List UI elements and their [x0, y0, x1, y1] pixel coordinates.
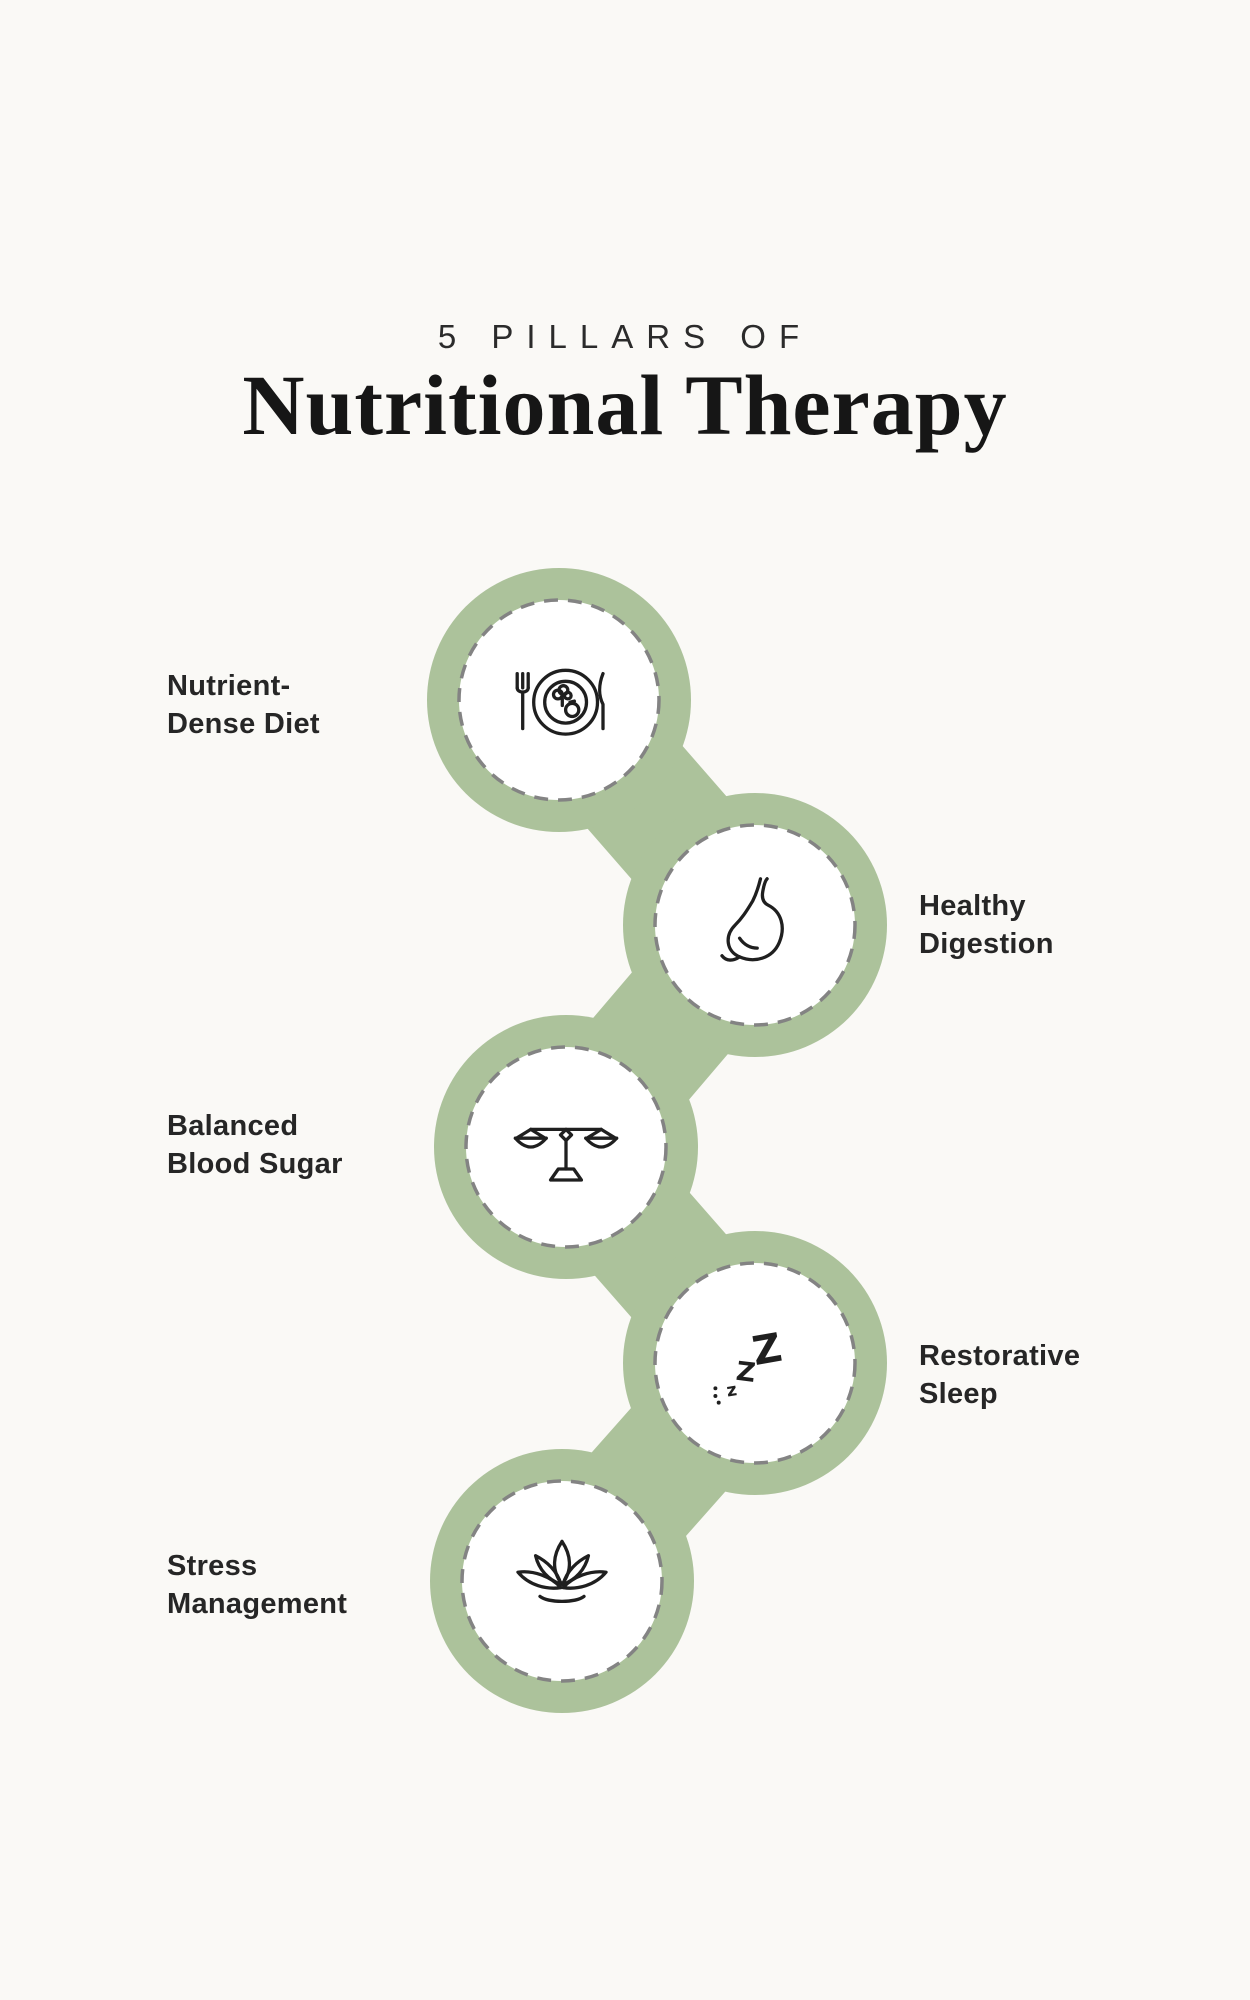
label-line: Sleep — [919, 1377, 998, 1410]
z-glyph-medium: Z — [734, 1356, 757, 1389]
z-glyph-small: z — [725, 1380, 738, 1401]
title-block: 5 PILLARS OF Nutritional Therapy — [0, 318, 1250, 448]
lotus-icon — [516, 1539, 608, 1603]
title-eyebrow: 5 PILLARS OF — [437, 318, 813, 355]
plate-utensils-icon — [515, 668, 605, 736]
label-line: Stress — [167, 1550, 258, 1582]
balance-scale-icon — [513, 1127, 619, 1182]
stomach-icon — [720, 877, 784, 962]
label-line: Nutrient- — [167, 670, 291, 702]
label-line: Healthy — [919, 890, 1026, 922]
label-line: Digestion — [919, 927, 1054, 960]
label-line: Balanced — [167, 1110, 299, 1142]
label-line: Blood Sugar — [167, 1147, 343, 1180]
pillar-label-restorative-sleep: Restorative Sleep — [919, 1338, 1080, 1413]
label-line: Restorative — [919, 1340, 1081, 1372]
label-line: Management — [167, 1587, 348, 1620]
pillar-label-healthy-digestion: Healthy Digestion — [919, 888, 1054, 963]
pillar-label-stress-management: Stress Management — [167, 1548, 347, 1623]
node-dashed-circle — [460, 1479, 664, 1683]
pillar-label-nutrient-dense-diet: Nutrient- Dense Diet — [167, 668, 320, 743]
node-dashed-circle — [653, 1261, 857, 1465]
node-dashed-circle — [653, 823, 857, 1027]
node-restorative-sleep: Z Z z — [623, 1231, 887, 1495]
label-line: Dense Diet — [167, 707, 320, 740]
page-title: Nutritional Therapy — [242, 357, 1008, 453]
node-balanced-blood-sugar — [434, 1015, 698, 1279]
node-nutrient-dense-diet — [427, 568, 691, 832]
node-healthy-digestion — [623, 793, 887, 1057]
node-stress-management — [430, 1449, 694, 1713]
pillar-label-balanced-blood-sugar: Balanced Blood Sugar — [167, 1108, 343, 1183]
